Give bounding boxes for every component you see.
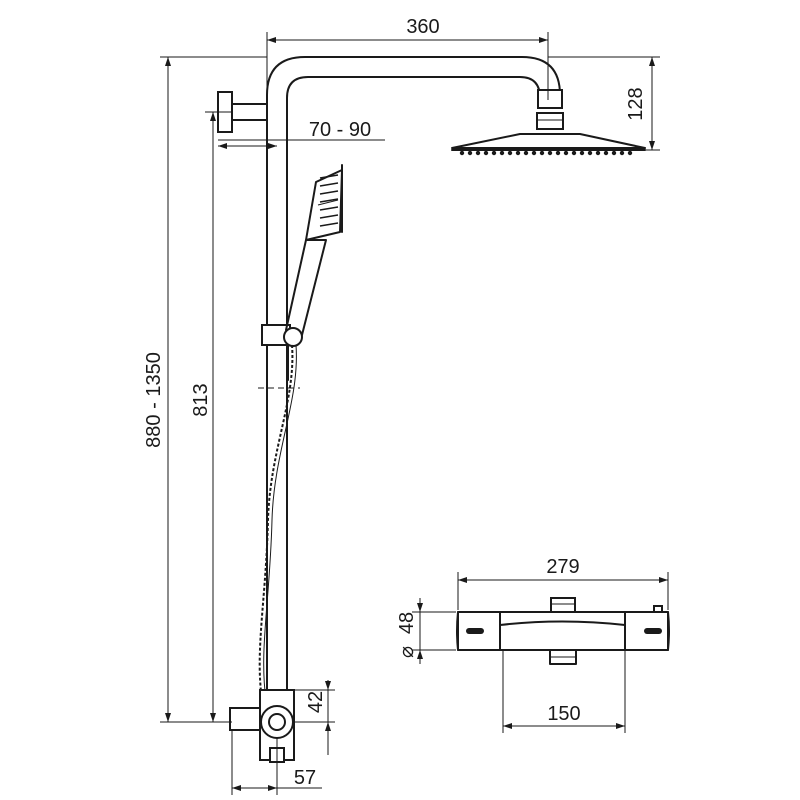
nozzle [555, 150, 561, 156]
dim-mixer-width: 279 [546, 556, 579, 578]
nozzle [627, 150, 633, 156]
nozzle [467, 150, 473, 156]
dim-inlet-spacing: 150 [547, 703, 580, 725]
shower-arm-outer [266, 56, 561, 131]
wall-bracket-arm [231, 103, 268, 121]
column-dimensions: 360 128 70 - 90 880 - 1350 813 42 [143, 16, 660, 795]
shower-column [217, 56, 646, 763]
diameter-symbol: ⌀ [396, 646, 418, 658]
nozzle [587, 150, 593, 156]
mixer-dimensions: 279 48 ⌀ 150 [396, 556, 669, 733]
thermostatic-mixer [456, 597, 670, 665]
dim-arm-width: 360 [406, 16, 439, 38]
hand-shower-nozzle [319, 190, 339, 195]
nozzle [571, 150, 577, 156]
hand-shower-head [305, 169, 343, 241]
hand-shower-nozzle [319, 214, 339, 219]
mixer-top-outlet [550, 597, 576, 613]
mixer-indicator-right [644, 628, 662, 634]
hand-shower-nozzle [319, 222, 339, 227]
nozzle [531, 150, 537, 156]
hand-shower-nozzle [319, 182, 339, 187]
hand-shower-handle [285, 239, 327, 336]
nozzle [611, 150, 617, 156]
head-connector [536, 112, 564, 130]
nozzle [475, 150, 481, 156]
dim-wall-offset: 70 - 90 [309, 119, 371, 141]
nozzle [619, 150, 625, 156]
mixer-body [457, 611, 669, 651]
nozzle [523, 150, 529, 156]
nozzle [459, 150, 465, 156]
nozzle [483, 150, 489, 156]
mixer-button [653, 605, 663, 613]
nozzle [515, 150, 521, 156]
shower-hose [258, 344, 294, 701]
arm-joint [537, 89, 563, 109]
nozzle [491, 150, 497, 156]
dim-total-height: 880 - 1350 [143, 352, 165, 448]
diverter-inlet [229, 707, 261, 731]
nozzle [563, 150, 569, 156]
mixer-indicator-left [466, 628, 484, 634]
nozzle [507, 150, 513, 156]
hand-shower-nozzle [319, 206, 339, 211]
nozzle [499, 150, 505, 156]
hand-shower-nozzle [319, 198, 339, 203]
dim-head-drop: 128 [625, 87, 647, 120]
shower-arm-inner [286, 76, 541, 121]
nozzle [539, 150, 545, 156]
nozzle [603, 150, 609, 156]
shower-head-nozzles [319, 150, 633, 227]
shower-head [451, 133, 646, 149]
nozzle [547, 150, 553, 156]
dim-valve-depth: 57 [294, 767, 316, 789]
nozzle [595, 150, 601, 156]
dim-valve-height: 42 [305, 691, 327, 713]
dim-mixer-diameter: 48 [396, 612, 418, 634]
dim-rail-height: 813 [190, 383, 212, 416]
nozzle [579, 150, 585, 156]
